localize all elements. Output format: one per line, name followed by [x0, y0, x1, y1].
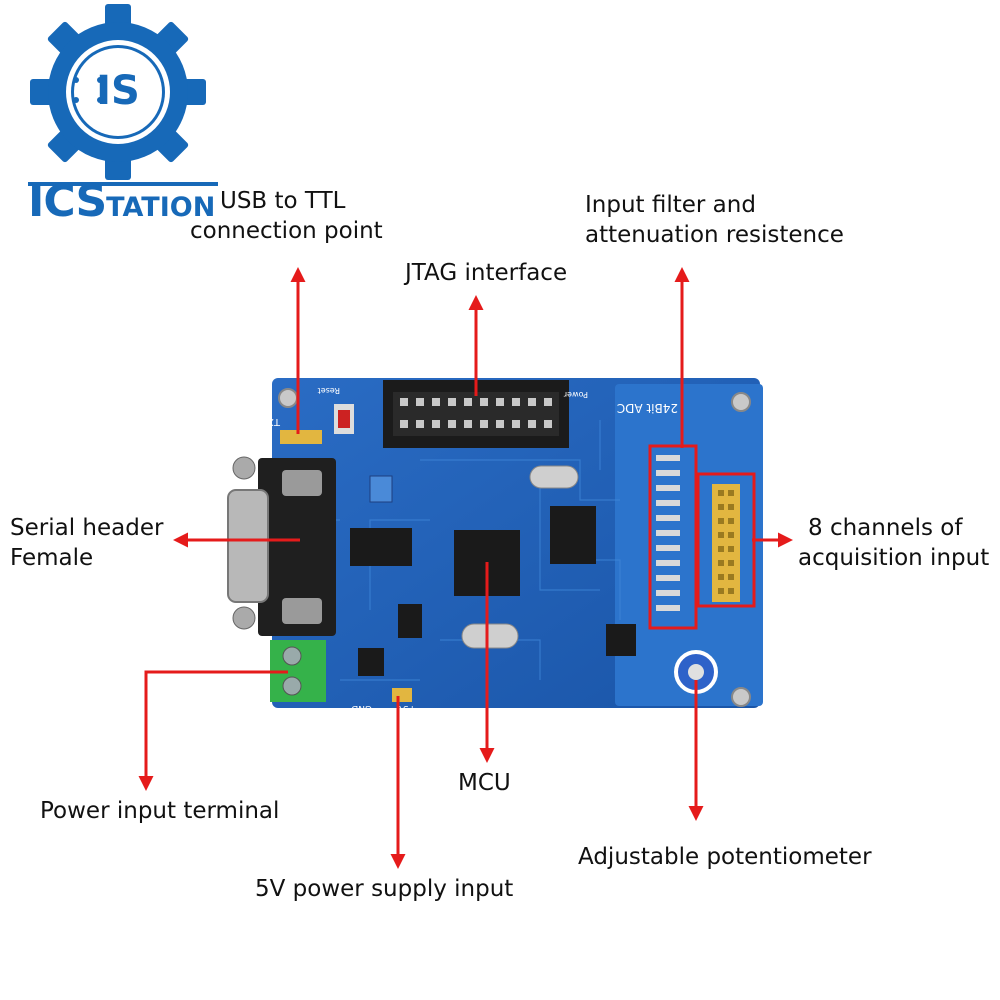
label-power-terminal: Power input terminal: [40, 798, 280, 824]
gear-logo-icon: [30, 4, 206, 180]
label-channels-line1: 8 channels of: [808, 515, 963, 541]
filter-highlight-box: [648, 444, 698, 630]
five-volt-pins: [392, 688, 412, 702]
label-five-volt: 5V power supply input: [255, 876, 514, 902]
arrow-power-terminal: [138, 670, 288, 791]
logo-underline: [28, 182, 218, 186]
uart-chip: [350, 528, 412, 566]
svg-text:TX RX G: TX RX G: [239, 416, 281, 427]
label-potentiometer: Adjustable potentiometer: [578, 844, 872, 870]
label-jtag: JTAG interface: [405, 260, 568, 286]
label-serial-line2: Female: [10, 545, 94, 571]
label-mcu: MCU: [458, 770, 511, 796]
label-input-filter-line1: Input filter and: [585, 192, 756, 218]
svg-text:24Bit ADC: 24Bit ADC: [617, 401, 678, 415]
logo-emblem-text: IS: [58, 68, 178, 114]
adc-subboard: [615, 384, 763, 706]
channel-header: [712, 484, 740, 602]
brand-suffix: TATION: [106, 192, 216, 223]
svg-text:Reset: Reset: [318, 386, 340, 395]
label-input-filter-line2: attenuation resistence: [585, 222, 844, 248]
db9-connector: [258, 458, 336, 636]
svg-text:GND: GND: [351, 703, 372, 713]
label-serial-line1: Serial header: [10, 515, 164, 541]
brand-prefix: ICS: [28, 176, 107, 227]
svg-text:Power: Power: [563, 390, 588, 399]
adc-chip: [550, 506, 596, 564]
brand-wordmark: ICSTATION: [28, 176, 215, 227]
uart-pins: [280, 430, 322, 444]
svg-text:+5V: +5V: [396, 703, 416, 713]
label-usb-ttl-line1: USB to TTL: [220, 188, 346, 214]
label-channels-line2: acquisition input: [798, 545, 990, 571]
label-usb-ttl-line2: connection point: [190, 218, 383, 244]
svg-text:IS: IS: [96, 70, 140, 110]
